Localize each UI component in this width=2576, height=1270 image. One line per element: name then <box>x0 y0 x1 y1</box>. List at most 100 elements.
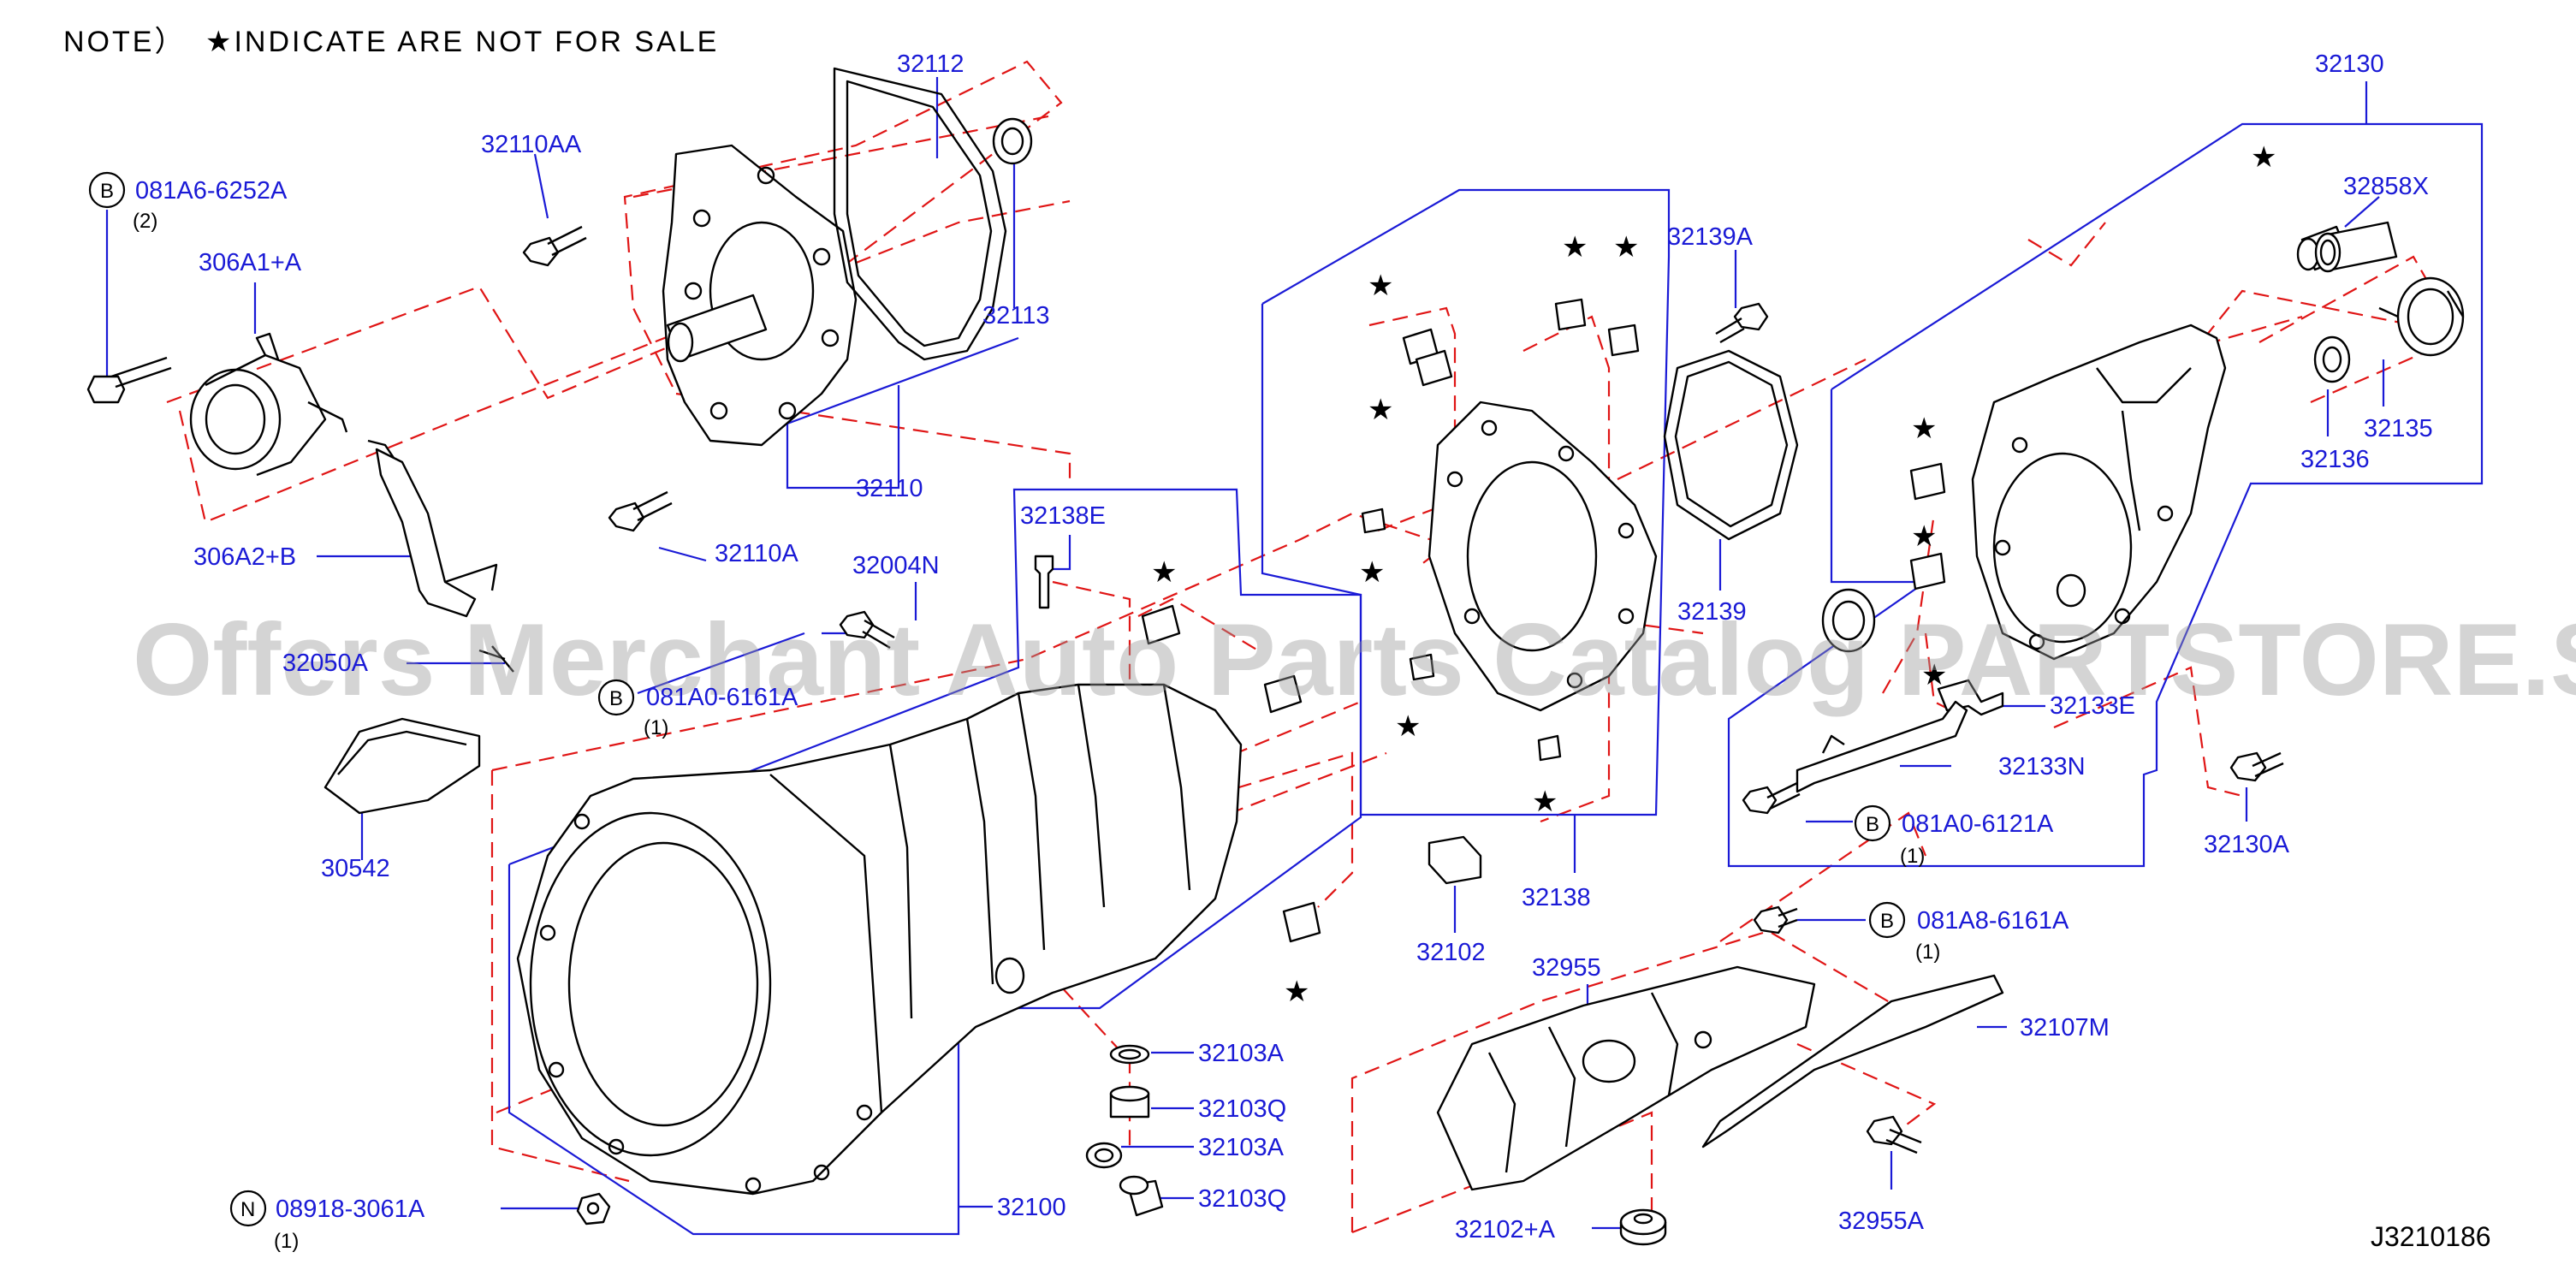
fastener-code[interactable]: 081A6-6252A <box>135 177 288 205</box>
note-text: ★INDICATE ARE NOT FOR SALE <box>205 26 719 58</box>
star-marker: ★ <box>2251 140 2276 175</box>
fastener-081A8-6161A[interactable]: B 081A8-6161A (1) <box>1868 901 2069 964</box>
fastener-qty: (1) <box>1900 845 1925 868</box>
fastener-letter: B <box>1866 813 1879 836</box>
fastener-letter: B <box>100 180 114 203</box>
part-label-32110[interactable]: 32110 <box>856 475 923 502</box>
star-marker: ★ <box>1921 658 1947 692</box>
part-label-32138[interactable]: 32138 <box>1522 884 1591 911</box>
bolt-32139A-icon <box>1715 302 1769 344</box>
note-prefix: NOTE） <box>63 26 186 58</box>
star-marker: ★ <box>1911 519 1937 554</box>
watermark: Offers Merchant Auto Parts Catalog PARTS… <box>133 602 2576 717</box>
dowels-extension-icon <box>1909 462 1946 590</box>
star-marker: ★ <box>1368 269 1393 303</box>
fastener-code[interactable]: 081A8-6161A <box>1917 907 2069 935</box>
star-marker: ★ <box>1911 412 1937 446</box>
block-32102-icon <box>1427 835 1482 885</box>
bolt-32955A-icon <box>1866 1115 1922 1154</box>
note-header: NOTE） ★INDICATE ARE NOT FOR SALE <box>63 26 719 58</box>
part-label-32133N[interactable]: 32133N <box>1998 753 2086 780</box>
part-label-32103Q-2[interactable]: 32103Q <box>1198 1185 1286 1213</box>
star-marker: ★ <box>1368 393 1393 427</box>
fastener-081A0-6161A[interactable]: B 081A0-6161A (1) <box>597 679 798 739</box>
part-label-306A1[interactable]: 306A1+A <box>199 249 302 276</box>
fastener-circle <box>597 679 635 716</box>
part-label-32135[interactable]: 32135 <box>2364 415 2433 442</box>
part-label-32113[interactable]: 32113 <box>982 302 1050 329</box>
drain-plugs-icon <box>1085 1044 1164 1217</box>
fastener-qty: (1) <box>274 1230 299 1253</box>
part-label-32858X[interactable]: 32858X <box>2343 173 2429 200</box>
diagram-code: J3210186 <box>2371 1221 2491 1252</box>
fastener-code[interactable]: 081A0-6161A <box>646 684 798 711</box>
part-label-32955A[interactable]: 32955A <box>1838 1208 1925 1235</box>
bolt-081A6-icon <box>86 356 172 404</box>
bearing-32858X-icon <box>2314 221 2398 273</box>
part-label-32110AA[interactable]: 32110AA <box>481 131 582 158</box>
nut-08918-icon <box>576 1192 611 1225</box>
part-label-32103A-1[interactable]: 32103A <box>1198 1040 1285 1067</box>
shift-rod-32133N-icon <box>1795 700 1968 793</box>
bolt-081A8-icon <box>1753 905 1798 935</box>
bolt-32110A-icon <box>608 490 673 532</box>
part-label-32955[interactable]: 32955 <box>1532 954 1601 982</box>
part-label-32103Q-1[interactable]: 32103Q <box>1198 1095 1286 1123</box>
part-label-32102A[interactable]: 32102+A <box>1455 1216 1556 1243</box>
part-label-32130[interactable]: 32130 <box>2315 50 2384 78</box>
part-labels: 32112 32110AA 32113 32110 32110A 306A1+A… <box>193 50 2433 1243</box>
fastener-qty: (1) <box>1915 941 1940 964</box>
part-label-32103A-2[interactable]: 32103A <box>1198 1134 1285 1161</box>
part-label-32136[interactable]: 32136 <box>2300 446 2370 473</box>
transmission-case-icon <box>516 683 1243 1196</box>
fastener-circle <box>229 1190 267 1227</box>
bearing-32135-icon <box>2378 276 2465 357</box>
gasket-32139-icon <box>1663 349 1799 541</box>
part-label-32107M[interactable]: 32107M <box>2020 1014 2110 1042</box>
fastener-code[interactable]: 08918-3061A <box>276 1196 425 1223</box>
fastener-code[interactable]: 081A0-6121A <box>1902 810 2054 838</box>
underguard-32955-icon <box>1436 965 1816 1191</box>
part-label-32138E[interactable]: 32138E <box>1020 502 1106 530</box>
star-marker: ★ <box>1151 555 1177 590</box>
part-label-32139A[interactable]: 32139A <box>1667 223 1754 251</box>
star-marker: ★ <box>1359 555 1385 590</box>
fastener-circle <box>88 171 126 209</box>
clutch-slave-cylinder-icon <box>189 332 348 477</box>
oil-seal-32113-icon <box>992 117 1033 165</box>
fastener-qty: (1) <box>644 716 668 739</box>
fastener-qty: (2) <box>133 210 157 233</box>
part-label-32112[interactable]: 32112 <box>897 50 965 78</box>
part-label-32133E[interactable]: 32133E <box>2050 692 2135 720</box>
part-label-32110A[interactable]: 32110A <box>715 540 798 567</box>
bolt-081A0-6121A-icon <box>1742 781 1801 815</box>
part-label-32130A[interactable]: 32130A <box>2204 831 2290 858</box>
front-cover-icon <box>662 144 858 447</box>
gasket-32112-icon <box>833 67 1007 361</box>
bolt-32004N-icon <box>839 610 895 650</box>
part-label-30542[interactable]: 30542 <box>321 855 390 882</box>
bracket-32107M-icon <box>1701 974 2004 1148</box>
extension-housing-icon <box>1971 323 2227 661</box>
fastener-081A6-6252A[interactable]: B 081A6-6252A (2) <box>88 171 288 233</box>
star-marker: ★ <box>1562 230 1588 264</box>
fastener-08918-3061A[interactable]: N 08918-3061A (1) <box>229 1190 425 1253</box>
bolt-32110AA-icon <box>522 225 587 267</box>
part-label-306A2[interactable]: 306A2+B <box>193 543 296 571</box>
part-label-32102[interactable]: 32102 <box>1416 939 1486 966</box>
part-label-32004N[interactable]: 32004N <box>852 552 940 579</box>
not-for-sale-markers: ★ ★ ★ ★ ★ ★ ★ ★ ★ ★ ★ ★ ★ <box>1151 140 2276 1009</box>
washer-32102A-icon <box>1619 1208 1667 1246</box>
fastener-081A0-6121A[interactable]: B 081A0-6121A (1) <box>1854 804 2054 868</box>
part-label-32100[interactable]: 32100 <box>997 1194 1066 1221</box>
stud-32138E-icon <box>1034 555 1054 609</box>
fastener-letter: B <box>609 687 623 710</box>
fastener-circle <box>1854 804 1891 842</box>
leader-lines <box>105 77 2484 1236</box>
star-marker: ★ <box>1284 975 1309 1009</box>
dowel-pins-case-icon <box>1141 604 1321 943</box>
part-label-32139[interactable]: 32139 <box>1677 598 1747 626</box>
release-fork-icon <box>367 439 498 618</box>
fastener-letter: N <box>240 1198 255 1221</box>
part-label-32050A[interactable]: 32050A <box>282 650 369 677</box>
